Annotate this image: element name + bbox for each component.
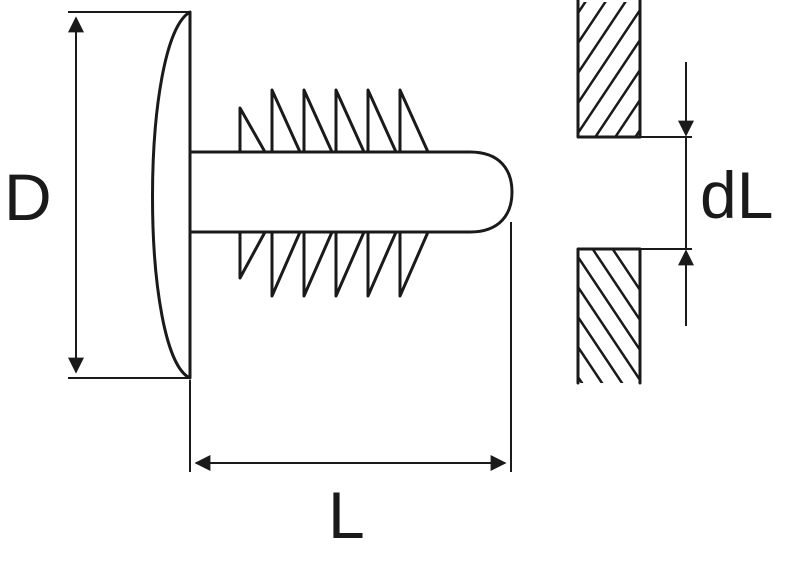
rivet-head — [151, 10, 192, 380]
rivet-fins-lower — [238, 230, 430, 298]
panel-top — [576, 0, 642, 139]
rivet-shank — [190, 150, 514, 234]
diameter-dimension — [68, 11, 190, 379]
panel-bottom — [576, 247, 642, 385]
length-dimension — [189, 222, 512, 472]
diameter-label: D — [4, 160, 52, 234]
panel-hole-label: dL — [700, 158, 773, 232]
panel-hole-dimension — [640, 62, 694, 326]
length-label: L — [328, 478, 365, 552]
rivet-fins-upper — [238, 88, 430, 154]
